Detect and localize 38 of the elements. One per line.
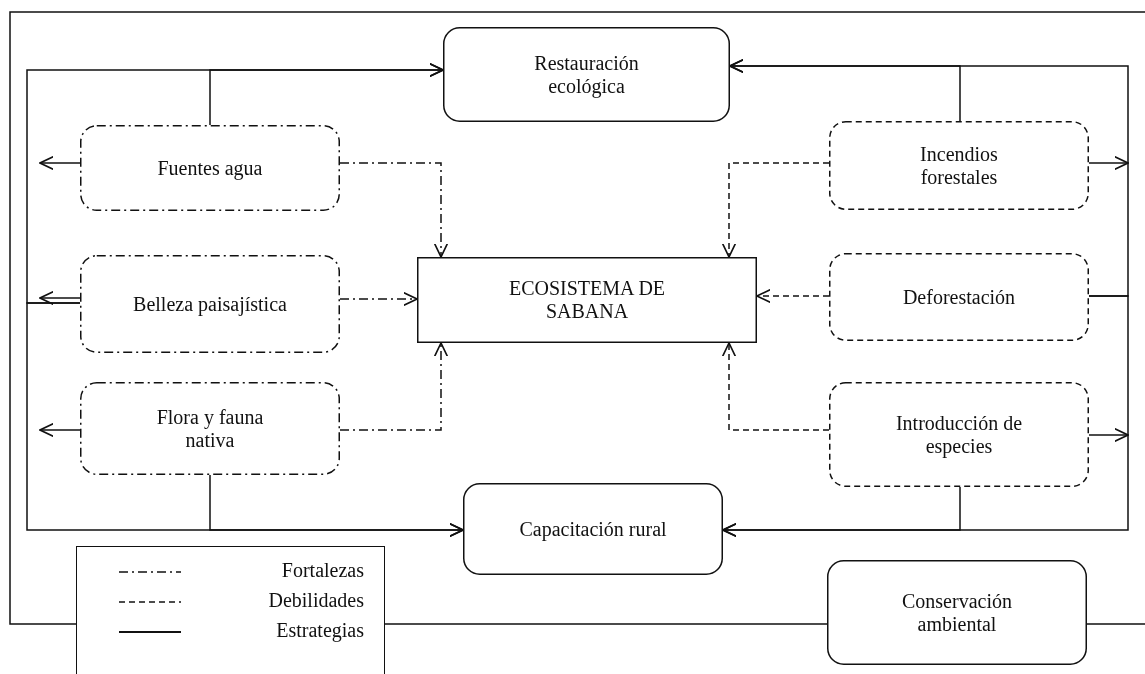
rounded-box (829, 382, 1089, 487)
arrow (39, 290, 81, 306)
node-label: Flora y fauna nativa (155, 405, 265, 452)
node-label: Deforestación (902, 285, 1016, 309)
arrow (339, 291, 418, 307)
rounded-box (443, 27, 730, 122)
node-label: Restauración ecológica (533, 51, 640, 98)
node-label: ECOSISTEMA DE SABANA (507, 277, 667, 323)
arrow (39, 155, 81, 171)
arrow (1088, 155, 1129, 171)
arrow (1088, 427, 1129, 443)
legend-label: Fortalezas (281, 559, 364, 581)
node-label: Incendios forestales (919, 142, 999, 189)
rounded-box (463, 483, 723, 575)
legend-label: Estrategias (276, 619, 364, 641)
legend-label: Debilidades (268, 589, 364, 611)
arrow (721, 162, 830, 258)
arrow (339, 342, 449, 431)
node-label: Fuentes agua (157, 156, 263, 180)
rounded-box (80, 382, 340, 475)
node-label: Conservación ambiental (901, 589, 1013, 636)
node-label: Introducción de especies (894, 411, 1024, 458)
arrow (339, 162, 449, 258)
arrow (722, 486, 961, 538)
node-label: Belleza paisajística (133, 292, 287, 316)
arrow (756, 288, 830, 304)
rounded-box (80, 255, 340, 353)
arrow (721, 342, 830, 431)
rounded-box (827, 560, 1087, 665)
arrow (729, 58, 1129, 297)
process-box (417, 257, 757, 343)
rounded-box (829, 253, 1089, 341)
node-label: Capacitación rural (519, 517, 667, 541)
arrow (39, 422, 81, 438)
rounded-box (80, 125, 340, 211)
arrow (209, 474, 464, 538)
arrow (26, 62, 444, 304)
rounded-box (829, 121, 1089, 210)
